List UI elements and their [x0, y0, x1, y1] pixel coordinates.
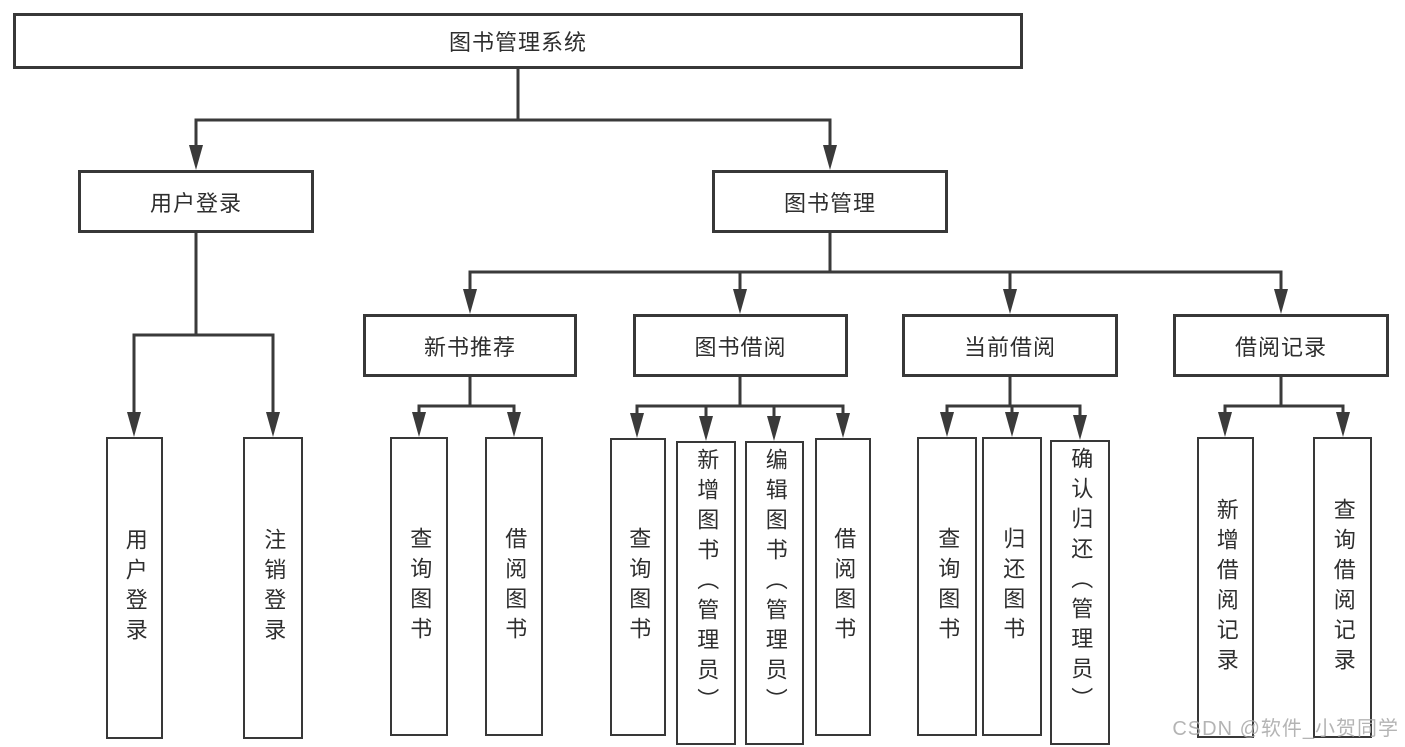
- leaf-query-borrow-record-label: 查询借阅记录: [1330, 497, 1356, 678]
- node-book-management-label: 图书管理: [783, 190, 876, 216]
- node-current-borrowing: 当前借阅: [902, 314, 1118, 377]
- leaf-borrow-book-1: 借阅图书: [485, 437, 543, 736]
- leaf-return-book: 归还图书: [982, 437, 1042, 736]
- leaf-edit-book-admin-label: 编辑图书（管理员）: [762, 448, 788, 718]
- leaf-user-login-label: 用户登录: [122, 528, 148, 648]
- node-user-login-group: 用户登录: [78, 170, 314, 233]
- leaf-add-borrow-record: 新增借阅记录: [1197, 437, 1254, 738]
- node-new-book-recommend-label: 新书推荐: [423, 334, 516, 360]
- node-book-borrowing-label: 图书借阅: [694, 334, 787, 360]
- leaf-query-book-2-label: 查询图书: [626, 527, 652, 647]
- watermark: CSDN @软件_小贺同学: [1172, 718, 1399, 740]
- leaf-borrow-book-2-label: 借阅图书: [831, 527, 857, 647]
- leaf-user-login: 用户登录: [106, 437, 163, 739]
- leaf-borrow-book-2: 借阅图书: [815, 438, 871, 736]
- leaf-confirm-return-admin-label: 确认归还（管理员）: [1068, 447, 1094, 717]
- node-borrowing-records: 借阅记录: [1173, 314, 1389, 377]
- leaf-query-book-3: 查询图书: [917, 437, 977, 736]
- leaf-query-borrow-record: 查询借阅记录: [1313, 437, 1372, 738]
- leaf-query-book-2: 查询图书: [610, 438, 666, 736]
- node-book-management: 图书管理: [712, 170, 948, 233]
- leaf-query-book-1-label: 查询图书: [407, 526, 433, 647]
- arrowheads: [127, 145, 1350, 441]
- leaf-borrow-book-1-label: 借阅图书: [502, 526, 528, 647]
- leaf-add-borrow-record-label: 新增借阅记录: [1213, 497, 1239, 678]
- leaf-return-book-label: 归还图书: [1000, 526, 1026, 647]
- node-current-borrowing-label: 当前借阅: [963, 334, 1056, 360]
- leaf-edit-book-admin: 编辑图书（管理员）: [745, 441, 804, 745]
- leaf-logout-label: 注销登录: [261, 528, 287, 648]
- leaf-confirm-return-admin: 确认归还（管理员）: [1050, 440, 1110, 745]
- node-book-borrowing: 图书借阅: [633, 314, 848, 377]
- node-borrowing-records-label: 借阅记录: [1234, 334, 1327, 360]
- leaf-add-book-admin-label: 新增图书（管理员）: [694, 448, 720, 718]
- node-new-book-recommend: 新书推荐: [363, 314, 577, 377]
- leaf-add-book-admin: 新增图书（管理员）: [676, 441, 736, 745]
- node-library-system-label: 图书管理系统: [448, 30, 587, 55]
- node-library-system: 图书管理系统: [13, 13, 1023, 69]
- node-user-login-group-label: 用户登录: [149, 190, 242, 216]
- leaf-query-book-3-label: 查询图书: [935, 526, 961, 647]
- leaf-query-book-1: 查询图书: [390, 437, 448, 736]
- leaf-logout: 注销登录: [243, 437, 303, 739]
